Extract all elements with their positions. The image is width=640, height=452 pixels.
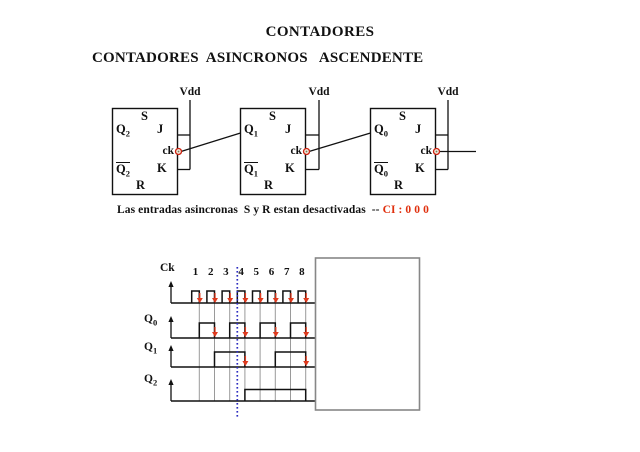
ff-ck-label: ck xyxy=(290,145,303,157)
ff-j-label: J xyxy=(415,122,422,136)
feedback-wires xyxy=(180,132,476,153)
ff-ck-label: ck xyxy=(420,145,433,157)
pulse-number: 8 xyxy=(299,266,305,278)
ff-set-label: S xyxy=(399,109,406,123)
timing-signal-label: Q0 xyxy=(144,313,158,328)
pulse-number: 6 xyxy=(269,266,275,278)
pulse-number: 4 xyxy=(238,266,244,278)
slide-title: CONTADORES xyxy=(265,24,375,40)
timing-signal-label: Q1 xyxy=(144,341,158,356)
note-line: Las entradas asincronas S y R estan desa… xyxy=(117,204,429,216)
ff-reset-label: R xyxy=(135,178,146,192)
pulse-number: 2 xyxy=(208,266,214,278)
pulse-number: 1 xyxy=(193,266,199,278)
ff-reset-label: R xyxy=(393,178,404,192)
ff-q-label: Q1 xyxy=(244,122,258,139)
pulse-number: 7 xyxy=(284,266,290,278)
note-initial-count: CI : 0 0 0 xyxy=(382,204,429,216)
ff-ck-label: ck xyxy=(162,145,175,157)
ff-k-label: K xyxy=(157,161,167,175)
ff-set-label: S xyxy=(269,109,276,123)
slide-subtitle: CONTADORES ASINCRONOS ASCENDENTE xyxy=(92,50,424,66)
ff-k-label: K xyxy=(415,161,425,175)
ff-set-label: S xyxy=(141,109,148,123)
ff-j-label: J xyxy=(157,122,164,136)
pulse-number: 3 xyxy=(223,266,229,278)
vdd-label: Vdd xyxy=(179,86,201,98)
vdd-wires xyxy=(177,100,449,171)
flipflop-box-q1 xyxy=(239,107,307,196)
pulse-number: 5 xyxy=(254,266,260,278)
timing-signal-label: Q2 xyxy=(144,373,158,388)
empty-callout-box xyxy=(314,257,421,411)
vdd-label: Vdd xyxy=(437,86,459,98)
ff-j-label: J xyxy=(285,122,292,136)
ff-q-label: Q0 xyxy=(374,122,388,139)
flipflop-box-q0 xyxy=(369,107,437,196)
ck-bubble-icons xyxy=(174,147,441,156)
ff-qbar-label: Q0 xyxy=(374,162,388,179)
ff-qbar-label: Q1 xyxy=(244,162,258,179)
ff-reset-label: R xyxy=(263,178,274,192)
ff-q-label: Q2 xyxy=(116,122,130,139)
note-text: Las entradas asincronas S y R estan desa… xyxy=(117,204,383,216)
ff-qbar-label: Q2 xyxy=(116,162,130,179)
vdd-label: Vdd xyxy=(308,86,330,98)
ff-k-label: K xyxy=(285,161,295,175)
timing-clock-label: Ck xyxy=(160,262,175,274)
